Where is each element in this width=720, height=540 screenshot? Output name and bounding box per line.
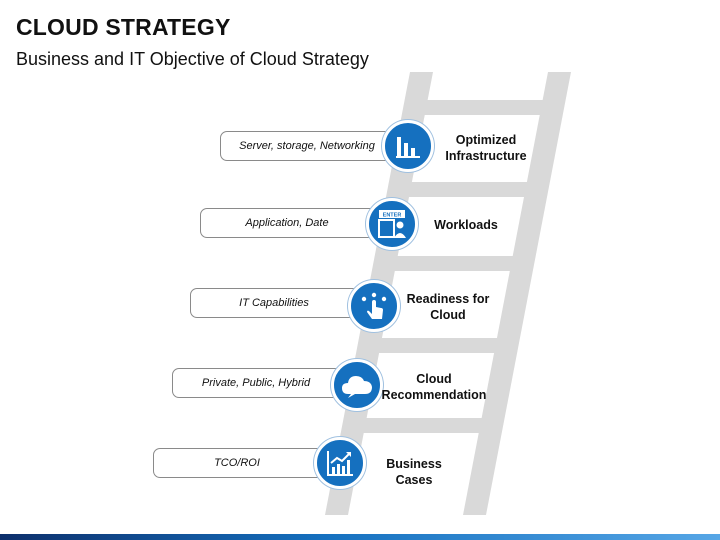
step-3-label-line1: Readiness for: [406, 292, 490, 306]
ladder-rung: [389, 256, 526, 271]
touch-hand-icon: [361, 292, 387, 319]
step-4-pill: Private, Public, Hybrid: [172, 368, 354, 398]
step-2-pill-text: Application, Date: [245, 217, 329, 229]
ladder-rung: [421, 100, 557, 115]
step-4-label-line1: Cloud: [416, 372, 452, 386]
step-2-pill: Application, Date: [200, 208, 388, 238]
bar-chart-icon: [396, 137, 420, 158]
step-2-label: Workloads: [426, 217, 506, 233]
step-1-label-line1: Optimized: [455, 133, 517, 147]
page-subtitle: Business and IT Objective of Cloud Strat…: [16, 49, 369, 69]
ladder-rung: [372, 338, 509, 353]
step-4-pill-text: Private, Public, Hybrid: [201, 377, 311, 389]
step-3-label: Readiness for Cloud: [402, 291, 494, 323]
step-3-icon-circle: [348, 280, 400, 332]
step-5-pill: TCO/ROI: [153, 448, 335, 478]
step-3-pill-text: IT Capabilities: [239, 297, 309, 309]
step-4-icon-circle: [331, 359, 383, 411]
step-3-pill: IT Capabilities: [190, 288, 372, 318]
step-1-label-line2: Infrastructure: [445, 149, 527, 163]
step-2-label-line1: Workloads: [434, 218, 498, 232]
ladder-rung: [405, 182, 542, 197]
ladder-right-rail: [463, 72, 571, 515]
step-5-pill-text: TCO/ROI: [214, 457, 260, 469]
step-4-label: Cloud Recommendation: [380, 371, 488, 403]
enter-key-user-icon: ENTER: [378, 210, 406, 238]
footer-bar: [0, 534, 720, 540]
step-1-pill-text: Server, storage, Networking: [239, 140, 375, 152]
step-5-label: Business Cases: [368, 456, 460, 488]
step-3-label-line2: Cloud: [430, 308, 466, 322]
step-5-icon-circle: [314, 437, 366, 489]
step-4-label-line2: Recommendation: [381, 388, 487, 402]
step-1-label: Optimized Infrastructure: [436, 132, 536, 164]
step-5-label-line1: Business Cases: [386, 457, 442, 487]
cloud-icon: [342, 376, 372, 398]
step-2-icon-circle: ENTER: [366, 198, 418, 250]
step-1-icon-circle: [382, 120, 434, 172]
page-title: CLOUD STRATEGY: [16, 14, 231, 40]
ladder-rung: [355, 418, 493, 433]
enter-key-text: ENTER: [383, 213, 402, 219]
growth-chart-icon: [327, 451, 353, 476]
step-1-pill: Server, storage, Networking: [220, 131, 408, 161]
